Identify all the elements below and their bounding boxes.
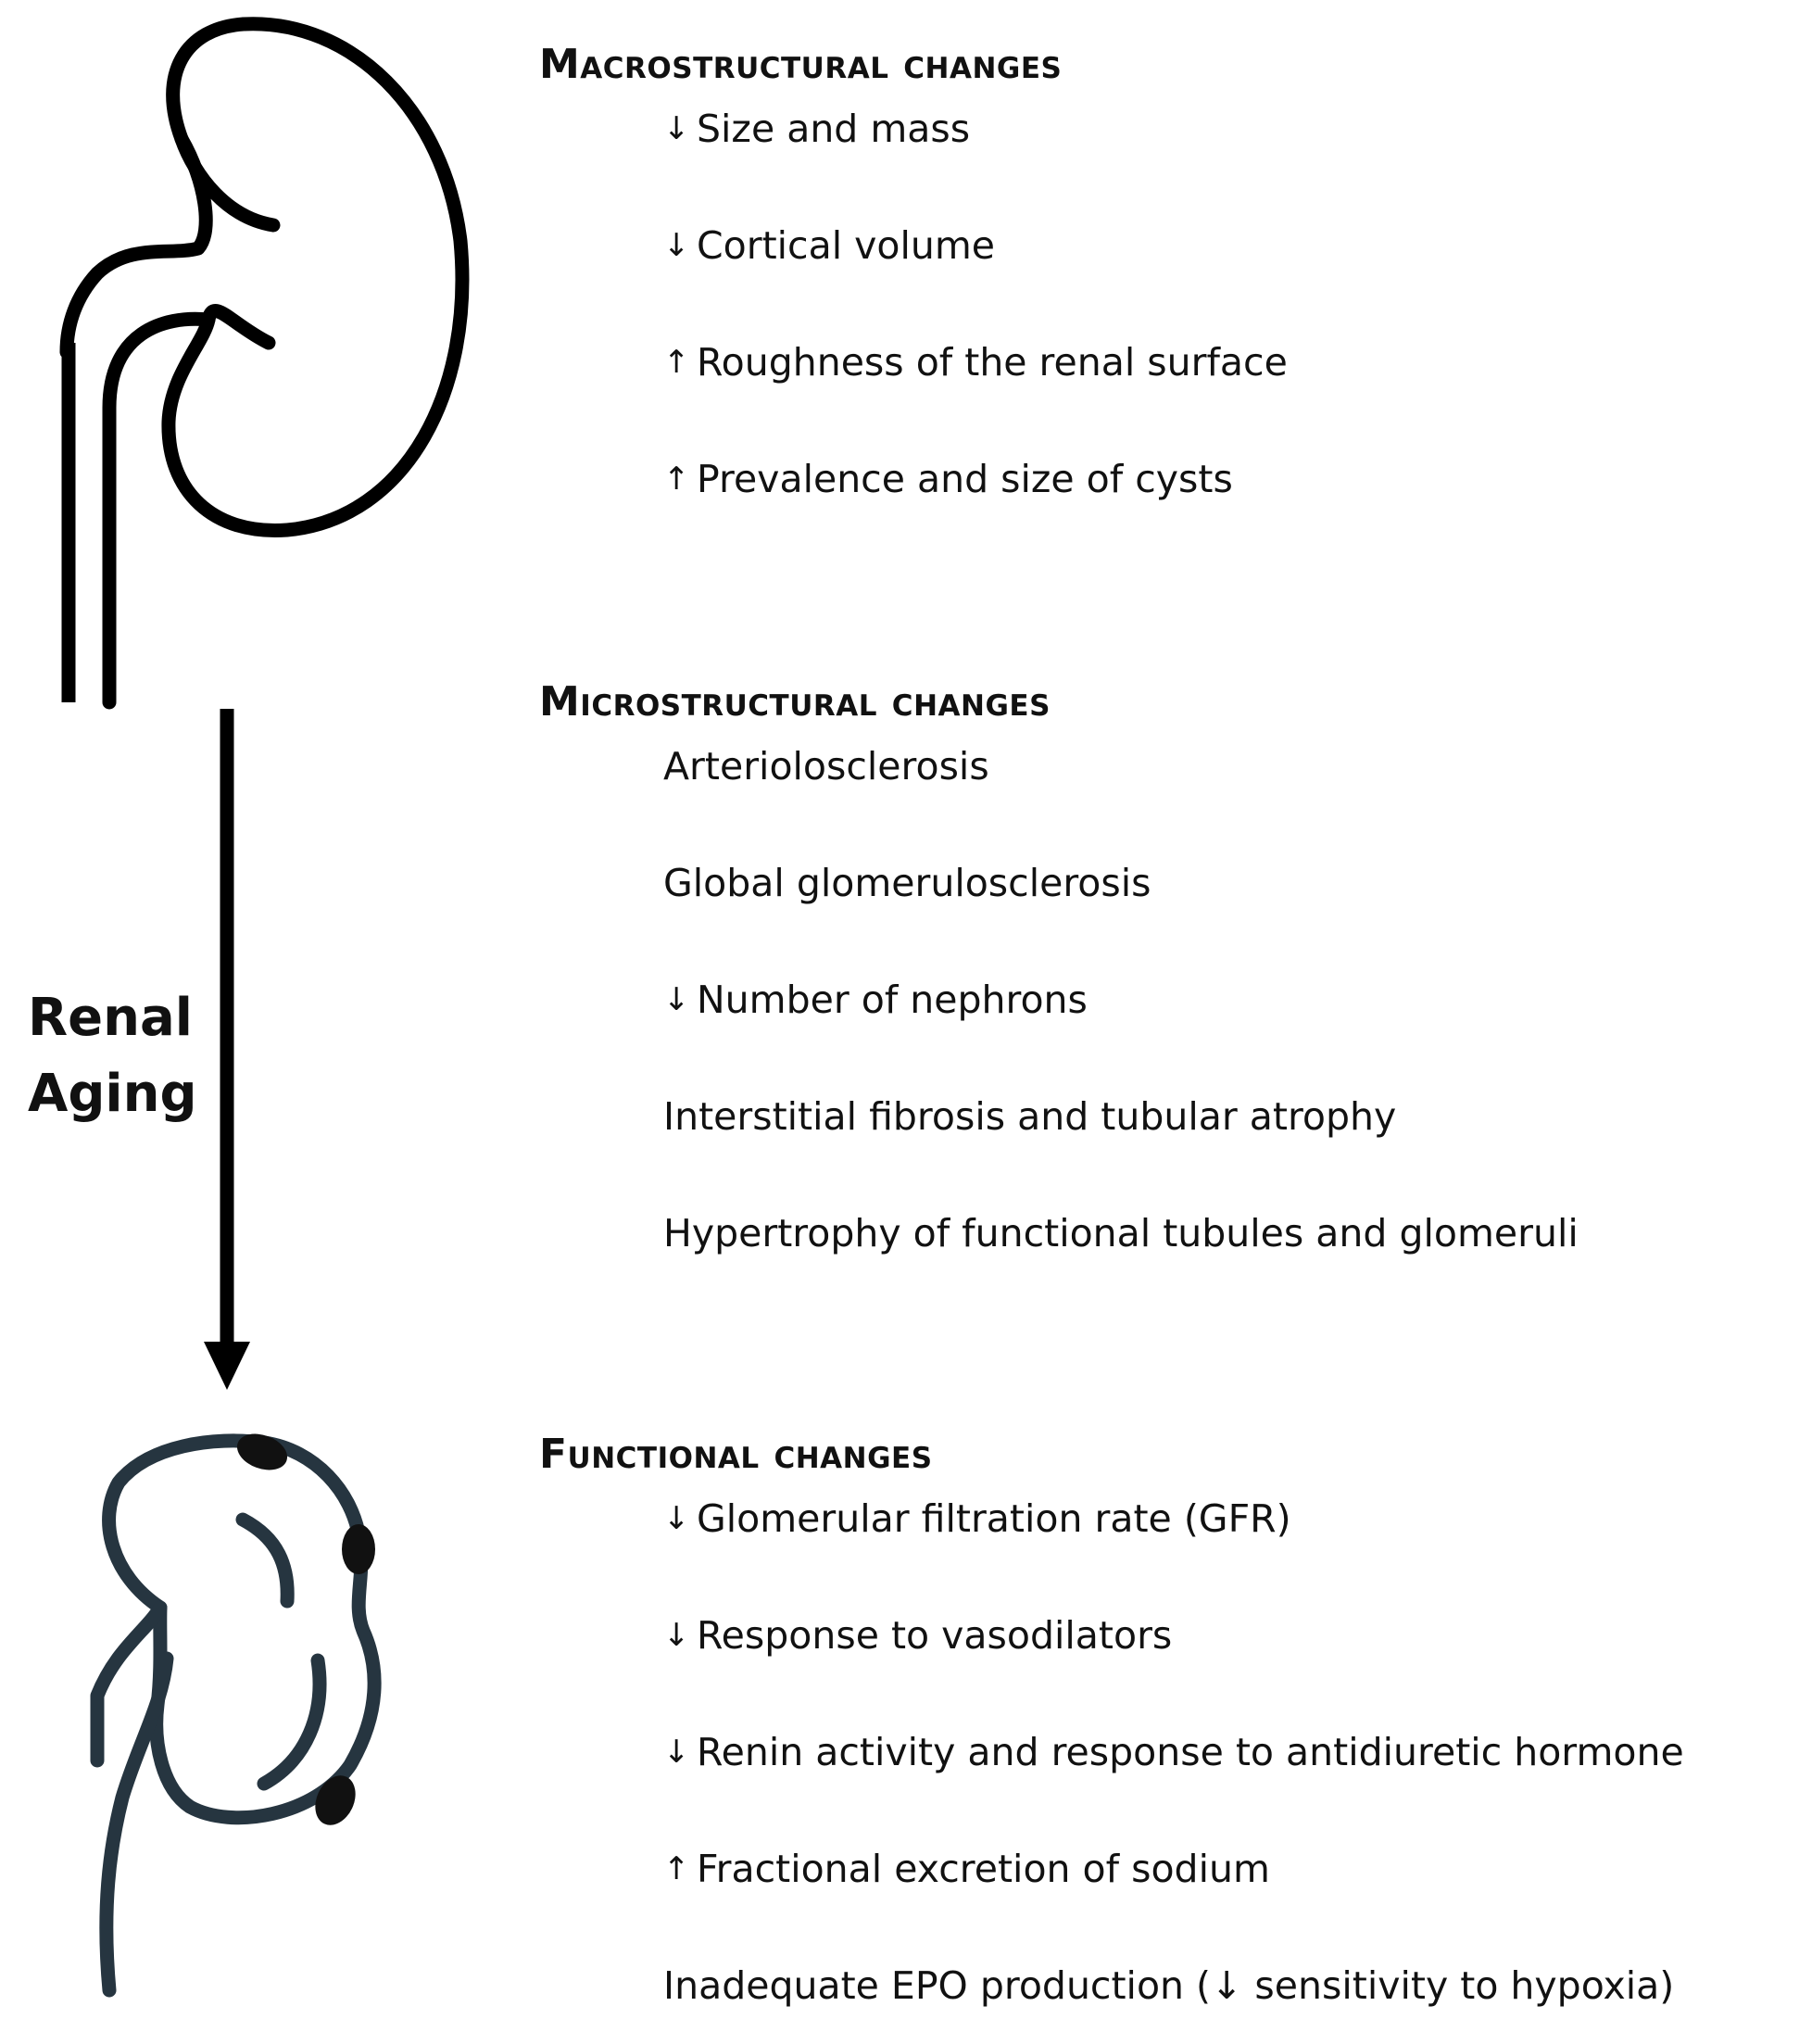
change-text: Response to vasodilators	[697, 1613, 1173, 1658]
change-item: Global glomerulosclerosis	[663, 825, 1808, 941]
change-text: Prevalence and size of cysts	[697, 457, 1233, 501]
section-heading: Microstructural changes	[539, 678, 1051, 725]
change-item: Interstitial fibrosis and tubular atroph…	[663, 1058, 1808, 1175]
section-functional: Functional changes ↓Glomerular filtratio…	[539, 1429, 1808, 2044]
change-text: Inadequate EPO production (↓ sensitivity…	[663, 1963, 1675, 2008]
change-item: ↑Fractional excretion of sodium	[663, 1811, 1808, 1927]
change-item: ↓Renin activity and response to antidiur…	[663, 1694, 1808, 1811]
trend-arrow-icon: ↑	[663, 1850, 690, 1887]
section-microstructural: Microstructural changes Arterioloscleros…	[539, 676, 1808, 1292]
healthy-kidney-outline	[161, 17, 470, 537]
change-text: Glomerular filtration rate (GFR)	[697, 1496, 1291, 1541]
diagram-graphics	[59, 17, 470, 1998]
change-text: Cortical volume	[697, 223, 996, 268]
change-text: Interstitial fibrosis and tubular atroph…	[663, 1094, 1397, 1139]
change-item: Inadequate EPO production (↓ sensitivity…	[663, 1927, 1808, 2044]
trend-arrow-icon: ↓	[663, 981, 690, 1018]
change-item: Arteriolosclerosis	[663, 708, 1808, 825]
cyst-marker	[315, 1775, 356, 1825]
section-heading: Macrostructural changes	[539, 41, 1063, 88]
trend-arrow-icon: ↑	[663, 344, 690, 381]
healthy-kidney-ureter-inner	[102, 311, 216, 710]
trend-arrow-icon: ↓	[663, 1500, 690, 1537]
change-text: Global glomerulosclerosis	[663, 861, 1151, 905]
trend-arrow-icon: ↓	[663, 227, 690, 264]
aged-kidney-ureter-outer	[90, 1600, 168, 1768]
change-text: Size and mass	[697, 107, 971, 151]
change-item: ↓Glomerular filtration rate (GFR)	[663, 1460, 1808, 1577]
side-label-line-2: Aging	[28, 1064, 197, 1124]
change-item: ↑Prevalence and size of cysts	[663, 421, 1808, 537]
cyst-marker	[236, 1433, 288, 1470]
change-list: ↓Size and mass ↓Cortical volume ↑Roughne…	[539, 70, 1808, 537]
change-text: Arteriolosclerosis	[663, 744, 989, 789]
aged-kidney-cysts	[236, 1433, 375, 1825]
change-item: ↓Size and mass	[663, 70, 1808, 187]
change-text: Renin activity and response to antidiure…	[697, 1730, 1684, 1774]
aged-kidney-outline	[102, 1433, 382, 1825]
side-label-line-1: Renal	[28, 988, 193, 1048]
change-list: ↓Glomerular filtration rate (GFR) ↓Respo…	[539, 1460, 1808, 2044]
section-macrostructural: Macrostructural changes ↓Size and mass ↓…	[539, 39, 1808, 537]
trend-arrow-icon: ↓	[663, 1617, 690, 1654]
change-list: Arteriolosclerosis Global glomeruloscler…	[539, 708, 1808, 1292]
healthy-kidney-icon	[59, 17, 470, 710]
trend-arrow-icon: ↓	[663, 1734, 690, 1771]
healthy-kidney-pelvis	[59, 132, 213, 360]
healthy-kidney-top-lobe	[166, 17, 281, 233]
change-item: ↑Roughness of the renal surface	[663, 304, 1808, 421]
cyst-marker	[342, 1524, 375, 1574]
side-label: Renal Aging	[28, 980, 197, 1132]
change-item: ↓Cortical volume	[663, 187, 1808, 304]
trend-arrow-icon: ↓	[663, 110, 690, 147]
aged-kidney-inner-arc-lower	[257, 1653, 327, 1791]
change-text: Hypertrophy of functional tubules and gl…	[663, 1211, 1579, 1255]
change-item: ↓Number of nephrons	[663, 941, 1808, 1058]
trend-arrow-icon: ↑	[663, 461, 690, 498]
aged-kidney-icon	[90, 1433, 382, 1998]
change-text: Roughness of the renal surface	[697, 340, 1288, 385]
aged-kidney-ureter-inner	[99, 1651, 174, 1998]
section-heading: Functional changes	[539, 1431, 933, 1478]
change-item: ↓Response to vasodilators	[663, 1577, 1808, 1694]
change-item: Hypertrophy of functional tubules and gl…	[663, 1175, 1808, 1292]
aged-kidney-inner-arc-upper	[235, 1512, 295, 1609]
aging-arrow-icon	[204, 709, 250, 1390]
change-text: Number of nephrons	[697, 978, 1088, 1022]
change-text: Fractional excretion of sodium	[697, 1847, 1270, 1891]
